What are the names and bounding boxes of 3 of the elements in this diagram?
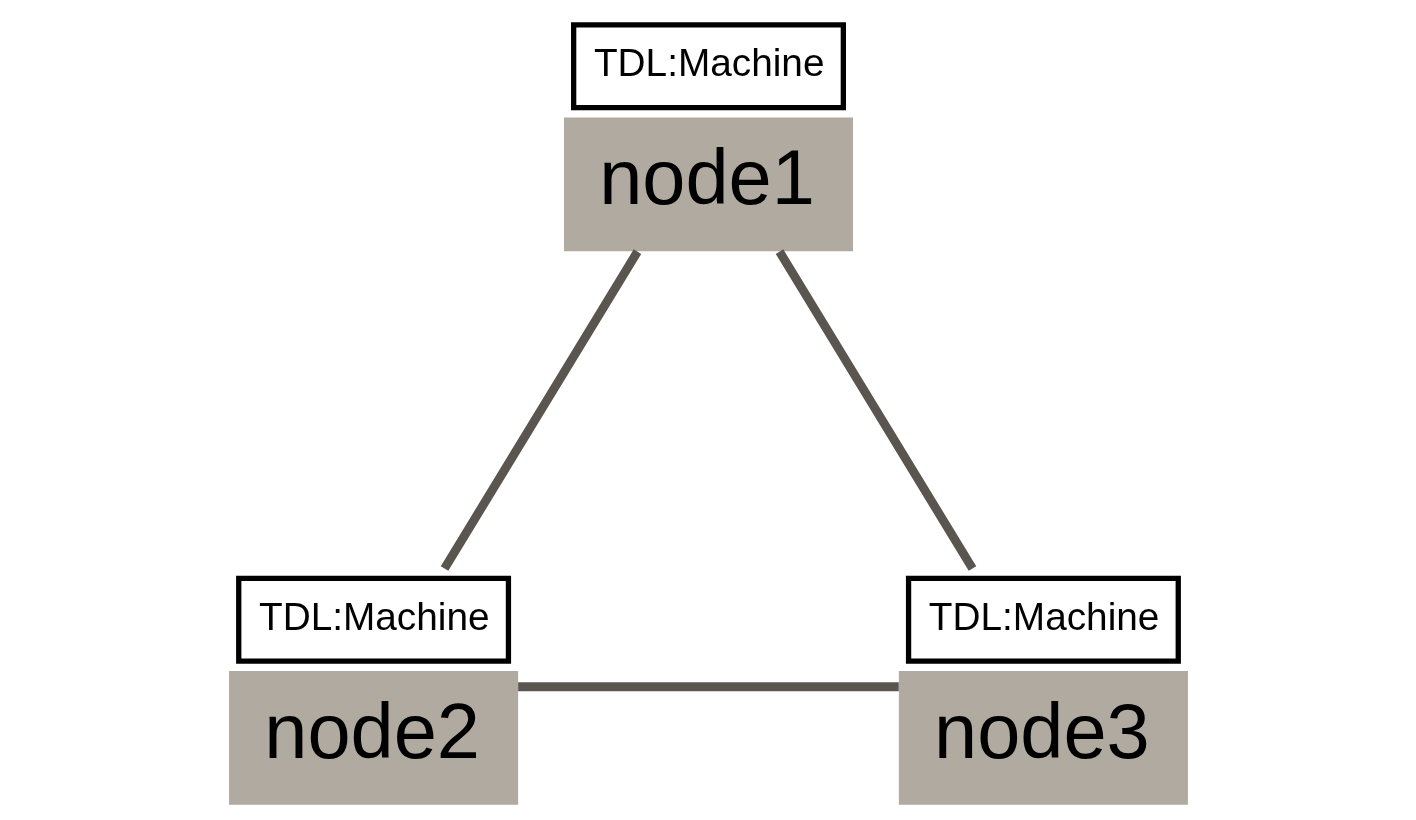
connector [517,682,899,692]
connector [440,249,641,571]
connector [775,249,976,571]
